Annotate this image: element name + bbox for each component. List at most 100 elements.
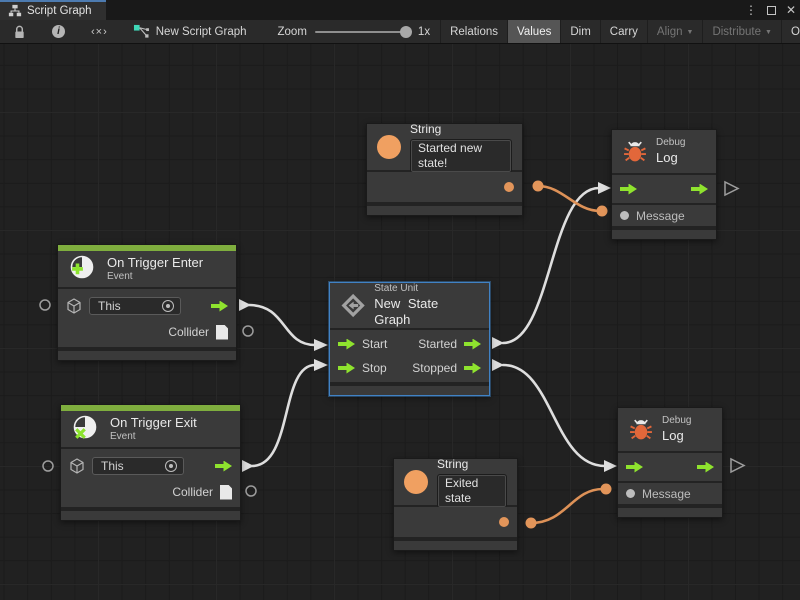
zoom-value: 1x bbox=[417, 25, 431, 38]
wire-start-stub bbox=[492, 359, 504, 371]
dim-toggle[interactable]: Dim bbox=[570, 25, 591, 38]
distribute-dropdown[interactable]: Distribute ▼ bbox=[712, 25, 772, 38]
bug-icon bbox=[630, 419, 652, 440]
message-label: Message bbox=[642, 486, 691, 501]
tab-title: Script Graph bbox=[27, 5, 92, 17]
info-button[interactable]: i bbox=[39, 20, 78, 43]
variables-icon: ‹×› bbox=[91, 25, 108, 38]
script-graph-icon bbox=[133, 24, 149, 38]
zoom-slider-handle[interactable] bbox=[399, 25, 412, 38]
flow-output-port[interactable] bbox=[215, 460, 232, 472]
lock-button[interactable] bbox=[0, 20, 39, 43]
wire-string-to-message-top[interactable] bbox=[536, 184, 602, 213]
wire-enter-to-start[interactable] bbox=[247, 303, 317, 347]
collider-output-icon[interactable] bbox=[220, 484, 232, 500]
graph-breadcrumb[interactable]: New Script Graph bbox=[121, 20, 256, 43]
node-kind: String bbox=[437, 456, 469, 471]
chevron-down-icon: ▼ bbox=[765, 29, 772, 36]
string-output-port[interactable] bbox=[504, 182, 514, 192]
collider-label: Collider bbox=[168, 325, 209, 339]
carry-toggle[interactable]: Carry bbox=[609, 25, 638, 38]
graph-icon bbox=[8, 4, 22, 17]
node-state-unit[interactable]: State Unit New State Graph Start Started… bbox=[329, 282, 490, 396]
graph-name: New Script Graph bbox=[155, 25, 247, 38]
node-kind: Debug bbox=[662, 415, 692, 427]
node-on-trigger-enter[interactable]: On Trigger Enter Event This Collider bbox=[57, 244, 237, 361]
flow-output-port[interactable] bbox=[697, 461, 714, 473]
values-toggle[interactable]: Values bbox=[508, 20, 561, 43]
value-wire-endpoint bbox=[596, 205, 608, 217]
wire-start-stub bbox=[242, 460, 254, 472]
unconnected-collider-port[interactable] bbox=[242, 325, 254, 337]
wire-arrowhead bbox=[314, 359, 328, 371]
event-color-bar bbox=[58, 245, 236, 251]
wire-arrowhead bbox=[604, 460, 617, 472]
stopped-output-port[interactable] bbox=[464, 362, 481, 374]
node-title: On Trigger Enter bbox=[107, 254, 204, 270]
object-picker-icon[interactable] bbox=[165, 460, 177, 472]
wire-start-stub bbox=[492, 337, 504, 349]
wire-stopped-to-log[interactable] bbox=[501, 363, 607, 468]
wire-exit-to-stop[interactable] bbox=[250, 363, 317, 468]
unconnected-input-port[interactable] bbox=[39, 299, 51, 311]
node-string-bottom[interactable]: String Exited state bbox=[393, 456, 518, 551]
relations-toggle[interactable]: Relations bbox=[450, 25, 499, 38]
node-on-trigger-exit[interactable]: On Trigger Exit Event This Collider bbox=[60, 404, 241, 521]
window-tab-bar: Script Graph ⋮ ✕ bbox=[0, 0, 800, 20]
flow-row bbox=[618, 453, 722, 481]
string-value-field[interactable]: Started new state! bbox=[410, 138, 512, 173]
node-kind: String bbox=[410, 121, 442, 136]
string-output-port[interactable] bbox=[499, 517, 509, 527]
unconnected-collider-port[interactable] bbox=[245, 485, 257, 497]
output-row bbox=[394, 507, 517, 537]
bug-icon bbox=[624, 141, 646, 162]
window-menu-icon[interactable]: ⋮ bbox=[744, 3, 757, 17]
wire-started-to-log[interactable] bbox=[501, 186, 601, 345]
variables-button[interactable]: ‹×› bbox=[78, 20, 121, 43]
event-exit-icon bbox=[73, 415, 97, 439]
node-title: Log bbox=[656, 149, 678, 165]
started-output-port[interactable] bbox=[464, 338, 481, 350]
node-title: On Trigger Exit bbox=[110, 414, 197, 430]
message-input-port[interactable] bbox=[620, 211, 629, 220]
target-object-dropdown[interactable]: This bbox=[89, 297, 181, 315]
zoom-slider[interactable] bbox=[314, 25, 412, 38]
wire-string-to-message-bottom[interactable] bbox=[529, 487, 605, 525]
flow-output-port[interactable] bbox=[691, 183, 708, 195]
unconnected-flow-port[interactable] bbox=[724, 180, 740, 197]
unconnected-input-port[interactable] bbox=[42, 460, 54, 472]
graph-canvas[interactable]: String Started new state! Debug Log bbox=[0, 44, 800, 600]
message-label: Message bbox=[636, 208, 685, 223]
flow-input-port[interactable] bbox=[626, 461, 643, 473]
info-icon: i bbox=[52, 25, 65, 38]
message-row: Message bbox=[612, 205, 716, 226]
node-debug-log-top[interactable]: Debug Log Message bbox=[611, 129, 717, 240]
string-value-field[interactable]: Exited state bbox=[437, 473, 507, 508]
gameobject-cube-icon bbox=[70, 458, 84, 474]
flow-input-port[interactable] bbox=[620, 183, 637, 195]
object-picker-icon[interactable] bbox=[162, 300, 174, 312]
target-object-dropdown[interactable]: This bbox=[92, 457, 184, 475]
node-subtitle: Event bbox=[110, 430, 136, 442]
graph-toolbar: i ‹×› New Script Graph Zoom 1x Relations… bbox=[0, 20, 800, 44]
close-icon[interactable]: ✕ bbox=[785, 3, 796, 17]
value-wire-endpoint bbox=[525, 517, 537, 529]
node-title: New State Graph bbox=[374, 295, 439, 327]
connection-wires bbox=[39, 180, 746, 529]
tab-script-graph[interactable]: Script Graph bbox=[0, 0, 106, 20]
collider-row: Collider bbox=[58, 320, 236, 344]
state-row-start: Start Started bbox=[330, 332, 489, 356]
align-dropdown[interactable]: Align ▼ bbox=[656, 25, 694, 38]
node-debug-log-bottom[interactable]: Debug Log Message bbox=[617, 407, 723, 518]
collider-output-icon[interactable] bbox=[216, 324, 228, 340]
target-row: This bbox=[58, 292, 236, 320]
unconnected-flow-port[interactable] bbox=[730, 457, 746, 474]
maximize-icon[interactable] bbox=[766, 5, 776, 15]
event-color-bar bbox=[61, 405, 240, 411]
node-string-top[interactable]: String Started new state! bbox=[366, 121, 523, 216]
start-input-port[interactable] bbox=[338, 338, 355, 350]
message-input-port[interactable] bbox=[626, 489, 635, 498]
flow-output-port[interactable] bbox=[211, 300, 228, 312]
stop-input-port[interactable] bbox=[338, 362, 355, 374]
overview-button[interactable]: Overview bbox=[790, 25, 800, 38]
